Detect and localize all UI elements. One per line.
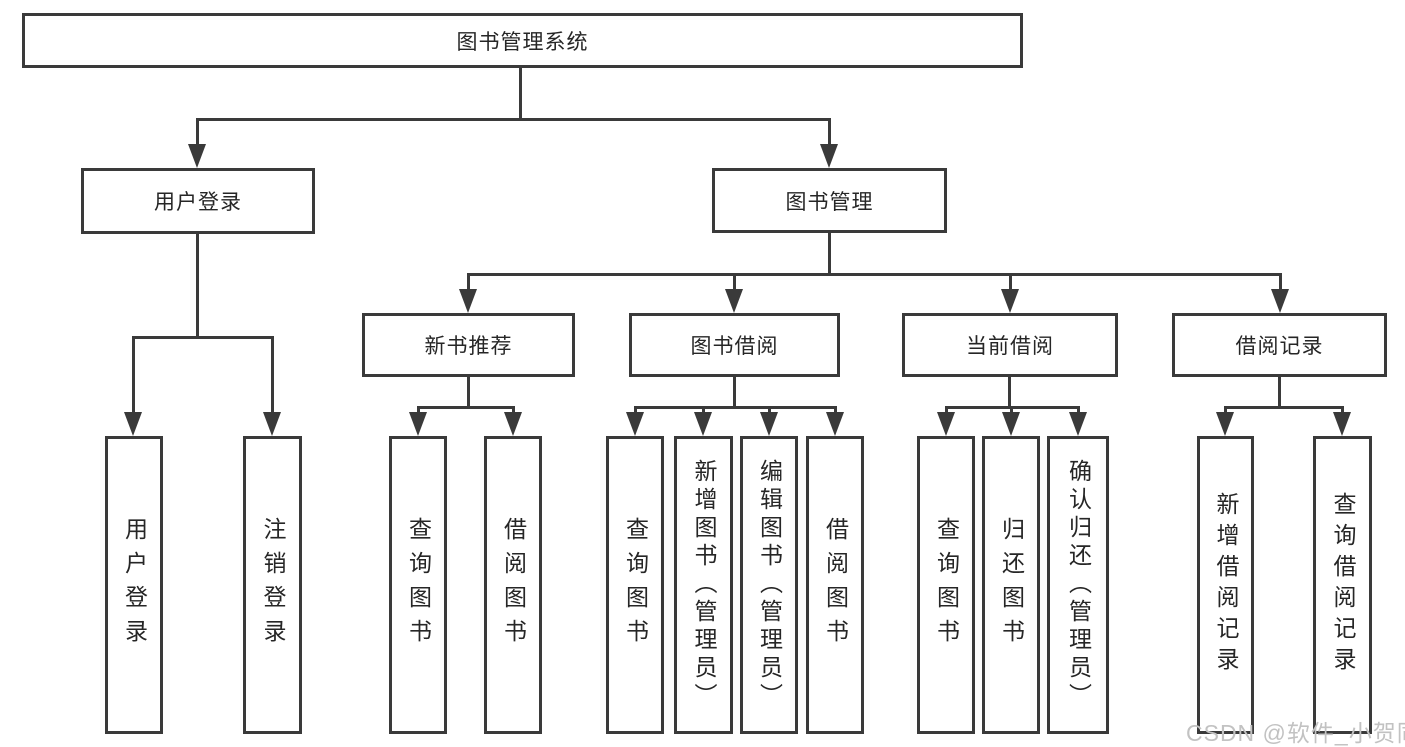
node-label: 新书推荐	[424, 335, 513, 358]
node-cb-query-books: 查询图书	[917, 436, 975, 734]
connector-line	[945, 406, 948, 416]
arrow-down-icon	[1271, 289, 1289, 313]
connector-line	[733, 273, 736, 293]
connector-line	[417, 406, 420, 416]
arrow-down-icon	[937, 412, 955, 436]
connector-line	[1077, 406, 1080, 416]
connector-line	[1010, 406, 1013, 416]
node-nb-query-books: 查询图书	[389, 436, 447, 734]
node-label: 借阅记录	[1235, 335, 1324, 358]
node-root: 图书管理系统	[22, 13, 1023, 68]
node-new-book-recommend: 新书推荐	[362, 313, 575, 377]
node-nb-borrow-books: 借阅图书	[484, 436, 542, 734]
node-label: 借阅图书	[500, 517, 527, 653]
connector-line	[196, 118, 199, 148]
node-br-add-record: 新增借阅记录	[1197, 436, 1254, 734]
arrow-down-icon	[826, 412, 844, 436]
node-bb-add-books-admin: 新增图书（管理员）	[674, 436, 733, 734]
connector-line	[834, 406, 837, 416]
node-label: 新增借阅记录	[1213, 492, 1239, 678]
connector-line	[634, 406, 637, 416]
arrow-down-icon	[1069, 412, 1087, 436]
connector-line	[132, 336, 135, 416]
connector-line	[417, 406, 515, 409]
node-root-label: 图书管理系统	[456, 30, 589, 54]
connector-line	[132, 336, 274, 339]
connector-line	[1341, 406, 1344, 416]
arrow-down-icon	[263, 412, 281, 436]
node-bb-edit-books-admin: 编辑图书（管理员）	[740, 436, 798, 734]
arrow-down-icon	[1333, 412, 1351, 436]
node-cb-confirm-return-admin: 确认归还（管理员）	[1047, 436, 1109, 734]
node-borrowing-records: 借阅记录	[1172, 313, 1387, 377]
node-cb-return-books: 归还图书	[982, 436, 1040, 734]
node-user-login-group: 用户登录	[81, 168, 315, 234]
arrow-down-icon	[1001, 289, 1019, 313]
arrow-down-icon	[626, 412, 644, 436]
arrow-down-icon	[188, 144, 206, 168]
arrow-down-icon	[1002, 412, 1020, 436]
arrow-down-icon	[124, 412, 142, 436]
connector-line	[828, 233, 831, 275]
node-current-borrowing: 当前借阅	[902, 313, 1118, 377]
node-bb-borrow-books: 借阅图书	[806, 436, 864, 734]
node-label: 编辑图书（管理员）	[756, 459, 783, 711]
connector-line	[1278, 377, 1281, 408]
arrow-down-icon	[694, 412, 712, 436]
connector-line	[467, 377, 470, 408]
connector-line	[467, 273, 1282, 276]
connector-line	[512, 406, 515, 416]
arrow-down-icon	[459, 289, 477, 313]
node-label: 新增图书（管理员）	[691, 459, 717, 711]
connector-line	[1224, 406, 1227, 416]
arrow-down-icon	[409, 412, 427, 436]
connector-line	[519, 68, 522, 120]
node-label: 图书管理	[785, 190, 874, 214]
node-br-query-record: 查询借阅记录	[1313, 436, 1372, 734]
connector-line	[702, 406, 705, 416]
arrow-down-icon	[820, 144, 838, 168]
node-label: 查询图书	[933, 517, 960, 653]
arrow-down-icon	[725, 289, 743, 313]
arrow-down-icon	[760, 412, 778, 436]
node-label: 查询图书	[405, 517, 432, 653]
arrow-down-icon	[1216, 412, 1234, 436]
connector-line	[271, 336, 274, 416]
connector-line	[1224, 406, 1344, 409]
watermark: CSDN @软件_小贺同学	[1186, 720, 1405, 746]
connector-line	[634, 406, 837, 409]
node-label: 确认归还（管理员）	[1065, 459, 1092, 711]
node-label: 查询图书	[622, 517, 649, 653]
node-label: 归还图书	[998, 517, 1025, 653]
connector-line	[828, 118, 831, 148]
node-book-management: 图书管理	[712, 168, 947, 233]
node-label: 用户登录	[121, 517, 148, 653]
node-user-login: 用户登录	[105, 436, 163, 734]
connector-line	[196, 118, 831, 121]
node-book-borrowing: 图书借阅	[629, 313, 840, 377]
node-label: 借阅图书	[822, 517, 849, 653]
node-logout: 注销登录	[243, 436, 302, 734]
node-label: 图书借阅	[690, 335, 779, 358]
connector-line	[1279, 273, 1282, 293]
connector-line	[733, 377, 736, 408]
connector-line	[768, 406, 771, 416]
connector-line	[196, 234, 199, 338]
node-label: 用户登录	[154, 191, 242, 214]
arrow-down-icon	[504, 412, 522, 436]
node-label: 注销登录	[260, 517, 286, 653]
connector-line	[1009, 273, 1012, 293]
connector-line	[1008, 377, 1011, 408]
node-bb-query-books: 查询图书	[606, 436, 664, 734]
node-label: 当前借阅	[966, 335, 1054, 358]
connector-line	[467, 273, 470, 293]
node-label: 查询借阅记录	[1330, 492, 1356, 678]
